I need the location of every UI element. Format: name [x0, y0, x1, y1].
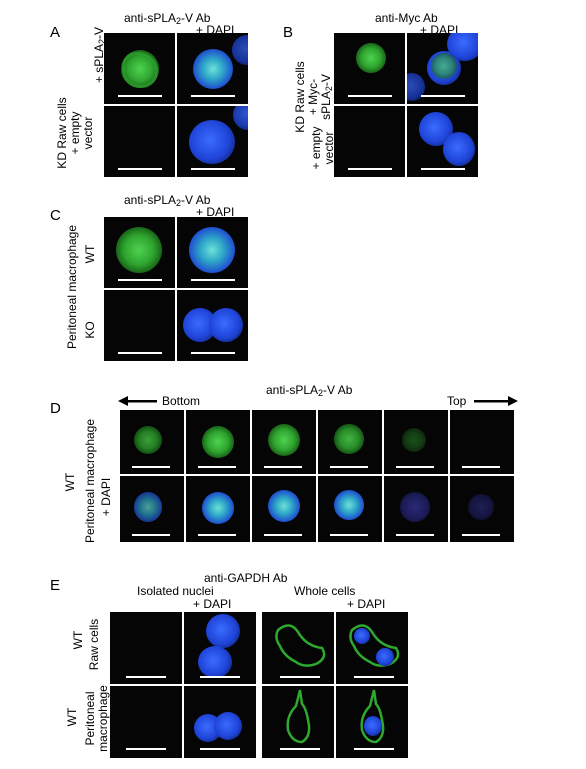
- panel-e-title: anti-GAPDH Ab: [204, 571, 288, 585]
- top-arrow-head: [508, 396, 518, 406]
- panel-d-image-r1c3: [252, 410, 316, 474]
- panel-c-image-r2c1: [104, 290, 175, 361]
- panel-letter-c: C: [50, 207, 61, 224]
- panel-d-image-r2c6: [450, 476, 514, 542]
- cytoplasm-outline-2: [286, 689, 311, 744]
- panel-e-image-r2c2: [184, 686, 256, 758]
- panel-a-image-r1c2: [177, 33, 248, 104]
- panel-c-group-label: Peritoneal macrophage: [65, 224, 79, 350]
- panel-b-image-r1c1: [334, 33, 405, 104]
- panel-c-image-r1c1: [104, 217, 175, 288]
- panel-d-image-r2c1: [120, 476, 184, 542]
- panel-letter-a: A: [50, 24, 61, 41]
- top-arrow-shaft: [474, 400, 508, 403]
- panel-d-arrows: [118, 396, 518, 406]
- panel-d-dapi-label: + DAPI: [99, 477, 113, 517]
- panel-d-image-r1c6: [450, 410, 514, 474]
- bottom-arrow-head: [118, 396, 128, 406]
- panel-c-dapi-label: + DAPI: [196, 205, 235, 219]
- panel-e-image-r2c3: [262, 686, 334, 758]
- panel-d-image-strip: [120, 410, 514, 542]
- panel-b-image-r2c1: [334, 106, 405, 177]
- panel-d-wt-label: WT: [63, 472, 77, 492]
- panel-e-whole-label: Whole cells: [294, 584, 356, 598]
- panel-c-image-r2c2: [177, 290, 248, 361]
- cytoplasm-outline-merged: [349, 624, 400, 667]
- panel-d-group-label: Peritoneal macrophage: [83, 418, 97, 544]
- panel-d-image-r2c5: [384, 476, 448, 542]
- panel-e-image-r2c4: [336, 686, 408, 758]
- panel-c-row1-label: WT: [83, 244, 97, 264]
- panel-d-image-r2c4: [318, 476, 382, 542]
- panel-b-image-r2c2: [407, 106, 478, 177]
- panel-d-bottom-label: Bottom: [162, 394, 201, 408]
- panel-c-image-r1c2: [177, 217, 248, 288]
- panel-a-image-r1c1: [104, 33, 175, 104]
- panel-e-image-r1c2: [184, 612, 256, 684]
- panel-d-image-r2c3: [252, 476, 316, 542]
- panel-e-row1-wt: WT: [71, 630, 85, 650]
- panel-d-image-r1c2: [186, 410, 250, 474]
- panel-b-title: anti-Myc Ab: [375, 11, 438, 25]
- panel-c-title: anti-sPLA2-V Ab: [124, 193, 211, 209]
- panel-c-row2-label: KO: [83, 321, 97, 339]
- panel-letter-b: B: [283, 24, 294, 41]
- panel-d-image-r2c2: [186, 476, 250, 542]
- panel-e-dapi-label-1: + DAPI: [193, 597, 232, 611]
- panel-d-image-r1c4: [318, 410, 382, 474]
- panel-d-top-label: Top: [447, 394, 467, 408]
- panel-e-row2-wt: WT: [65, 707, 79, 727]
- panel-e-image-r1c1: [110, 612, 182, 684]
- panel-a-image-r2c1: [104, 106, 175, 177]
- panel-e-isolated-label: Isolated nuclei: [137, 584, 214, 598]
- panel-b-image-r1c2: [407, 33, 478, 104]
- cytoplasm-outline-2-merged: [360, 689, 385, 744]
- panel-e-image-r1c3: [262, 612, 334, 684]
- panel-letter-d: D: [50, 400, 61, 417]
- cytoplasm-outline: [275, 624, 326, 667]
- bottom-arrow-shaft: [127, 400, 157, 403]
- panel-e-dapi-label-2: + DAPI: [347, 597, 386, 611]
- panel-e-image-r2c1: [110, 686, 182, 758]
- panel-e-row1-name: Raw cells: [87, 618, 101, 671]
- panel-a-image-r2c2: [177, 106, 248, 177]
- panel-e-image-r1c4: [336, 612, 408, 684]
- panel-letter-e: E: [50, 577, 61, 594]
- panel-d-image-r1c5: [384, 410, 448, 474]
- panel-d-image-r1c1: [120, 410, 184, 474]
- panel-d-title: anti-sPLA2-V Ab: [266, 383, 353, 399]
- panel-a-title: anti-sPLA2-V Ab: [124, 11, 211, 27]
